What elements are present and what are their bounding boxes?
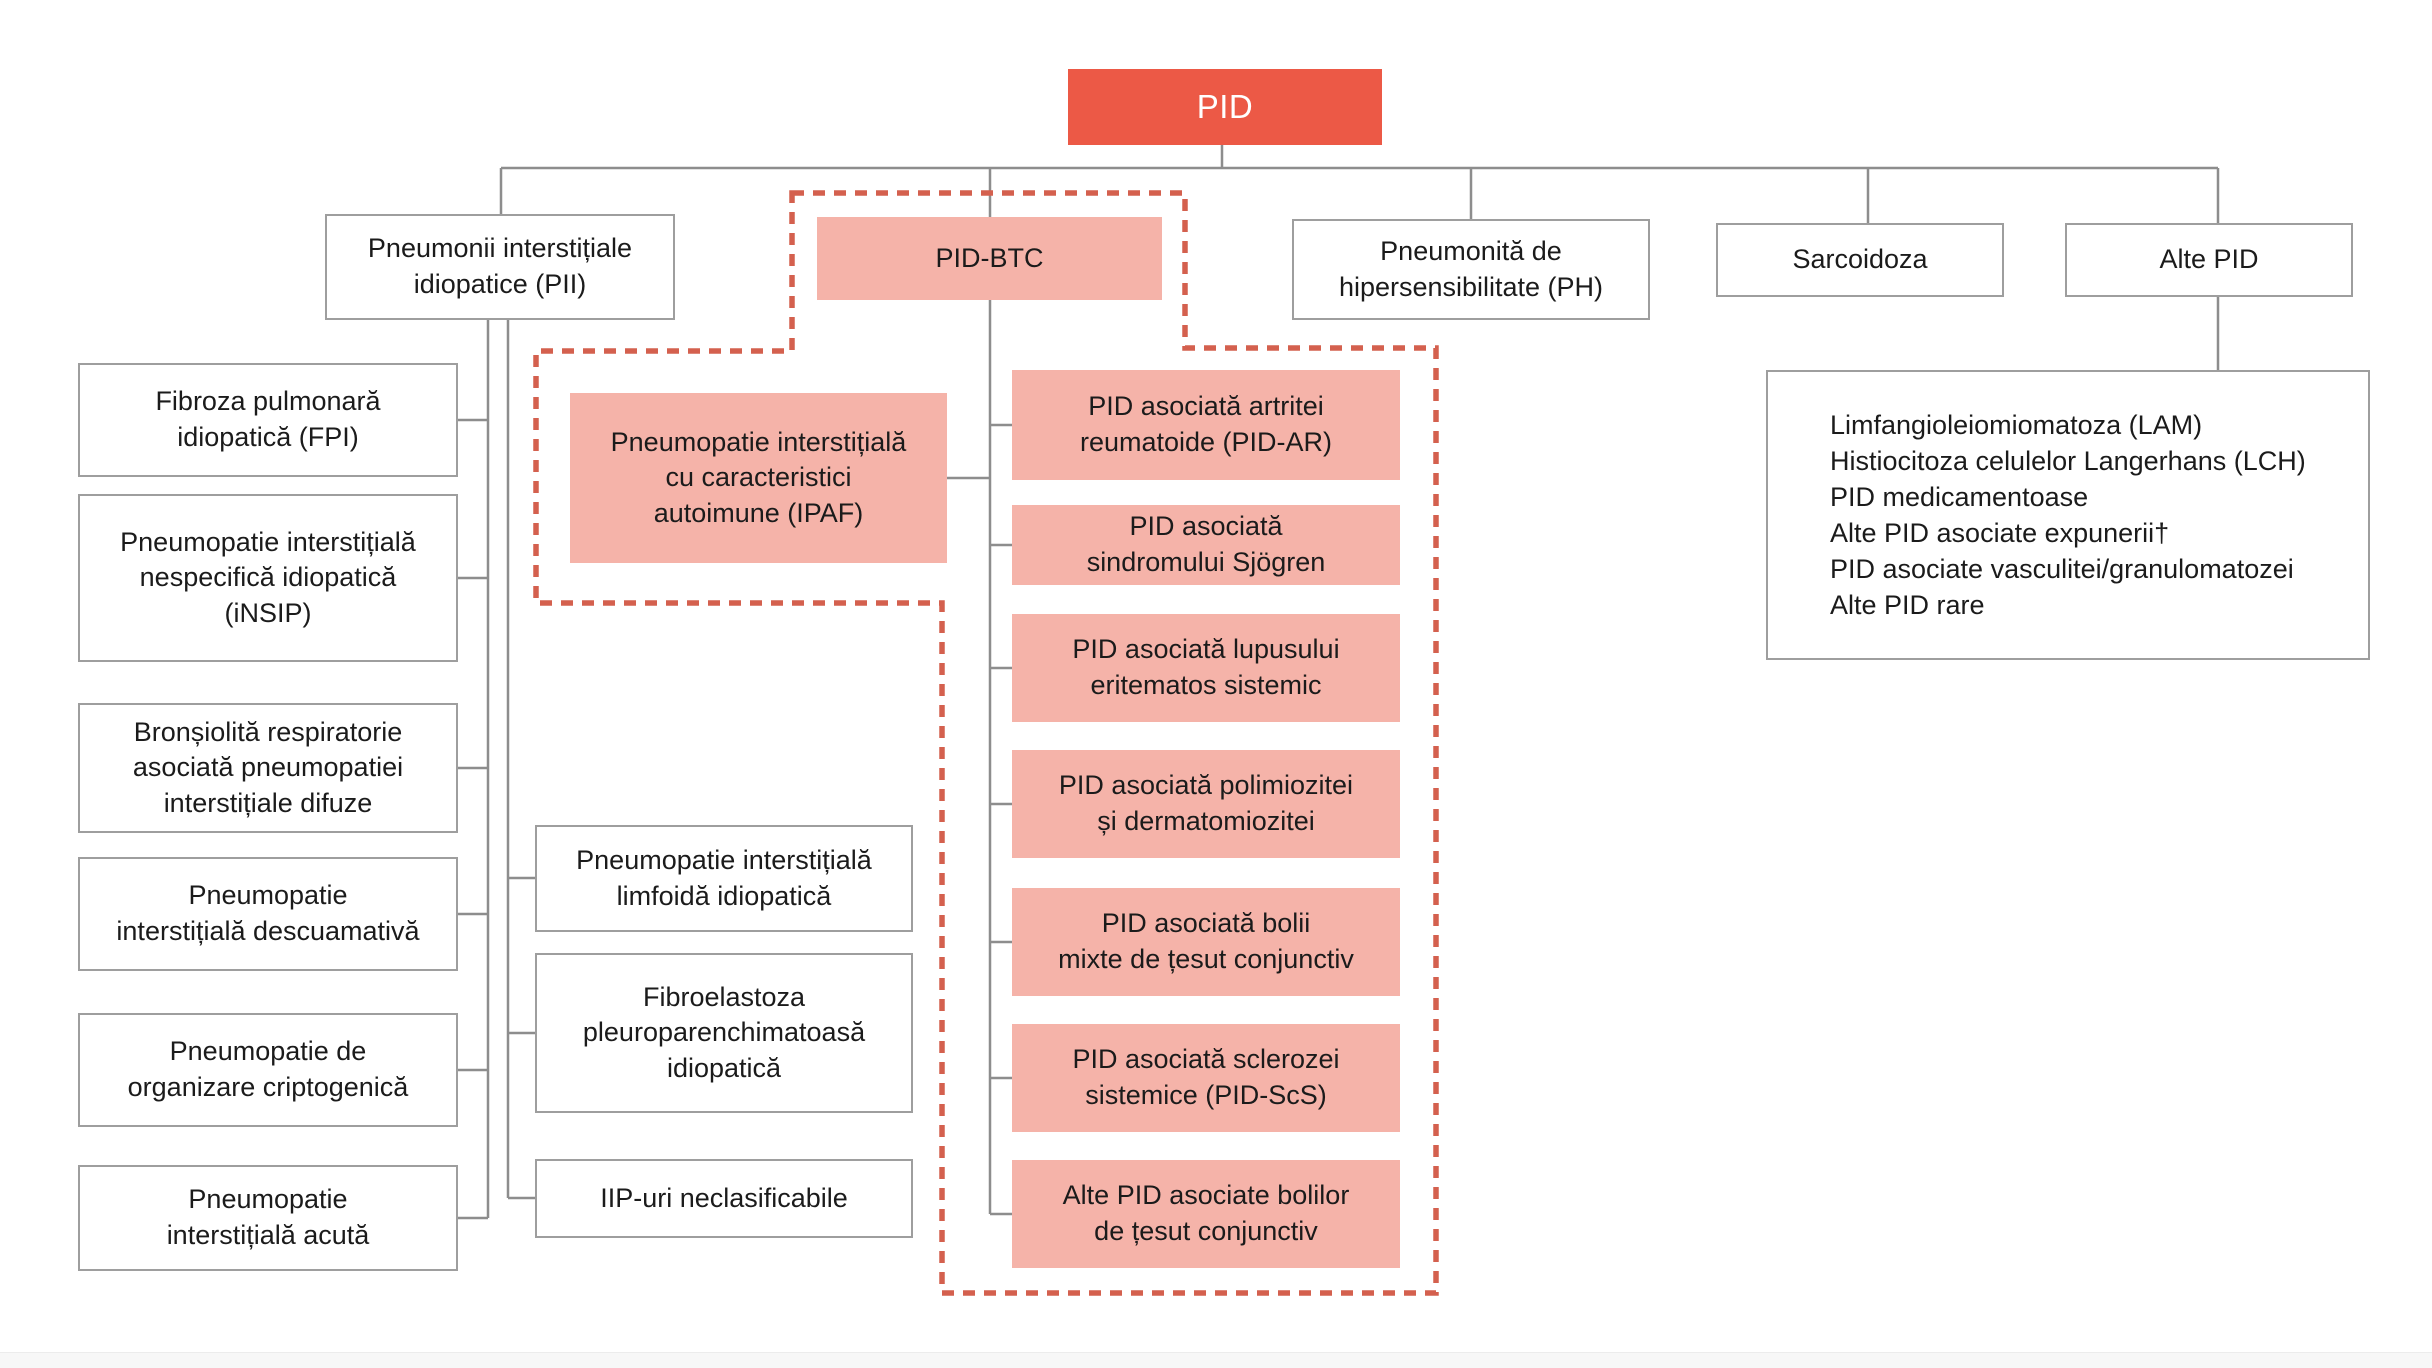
node-pneumopatie-descuamativa: Pneumopatie interstițială descuamativă [78,857,458,971]
node-pneumopatie-limfoida: Pneumopatie interstițială limfoidă idiop… [535,825,913,932]
alte-pid-item: Limfangioleiomiomatoza (LAM) [1830,410,2203,440]
alte-pid-item: Alte PID asociate expunerii† [1830,518,2170,548]
node-alte-pid-btc: Alte PID asociate bolilor de țesut conju… [1012,1160,1400,1268]
btc-dashed-outline [533,190,1439,1296]
node-pii: Pneumonii interstițiale idiopatice (PII) [325,214,675,320]
alte-pid-item: PID medicamentoase [1830,482,2089,512]
node-pid-scs: PID asociată sclerozei sistemice (PID-Sc… [1012,1024,1400,1132]
node-pneumopatie-criptogenica: Pneumopatie de organizare criptogenică [78,1013,458,1127]
node-pid-ar: PID asociată artritei reumatoide (PID-AR… [1012,370,1400,480]
node-pneumopatie-acuta: Pneumopatie interstițială acută [78,1165,458,1271]
node-pid-root: PID [1068,69,1382,145]
node-iip-neclasificabile: IIP-uri neclasificabile [535,1159,913,1238]
node-pid-btc: PID-BTC [817,217,1162,300]
alte-pid-item: Alte PID rare [1830,590,1985,620]
alte-pid-detail-panel: Limfangioleiomiomatoza (LAM) Histiocitoz… [1766,370,2370,660]
node-ipaf: Pneumopatie interstițială cu caracterist… [570,393,947,563]
node-pid-boala-mixta: PID asociată bolii mixte de țesut conjun… [1012,888,1400,996]
node-ph: Pneumonită de hipersensibilitate (PH) [1292,219,1650,320]
node-fpi: Fibroza pulmonară idiopatică (FPI) [78,363,458,477]
page-bottom-strip [0,1352,2432,1368]
node-insip: Pneumopatie interstițială nespecifică id… [78,494,458,662]
node-alte-pid: Alte PID [2065,223,2353,297]
node-pid-polimiozita: PID asociată polimiozitei și dermatomioz… [1012,750,1400,858]
node-sarcoidoza: Sarcoidoza [1716,223,2004,297]
node-bronsiolita-respiratorie: Bronșiolită respiratorie asociată pneumo… [78,703,458,833]
node-fibroelastoza: Fibroelastoza pleuroparenchimatoasă idio… [535,953,913,1113]
node-pid-sjogren: PID asociată sindromului Sjögren [1012,505,1400,585]
alte-pid-item: PID asociate vasculitei/granulomatozei [1830,554,2294,584]
node-pid-lupus: PID asociată lupusului eritematos sistem… [1012,614,1400,722]
alte-pid-item: Histiocitoza celulelor Langerhans (LCH) [1830,446,2306,476]
